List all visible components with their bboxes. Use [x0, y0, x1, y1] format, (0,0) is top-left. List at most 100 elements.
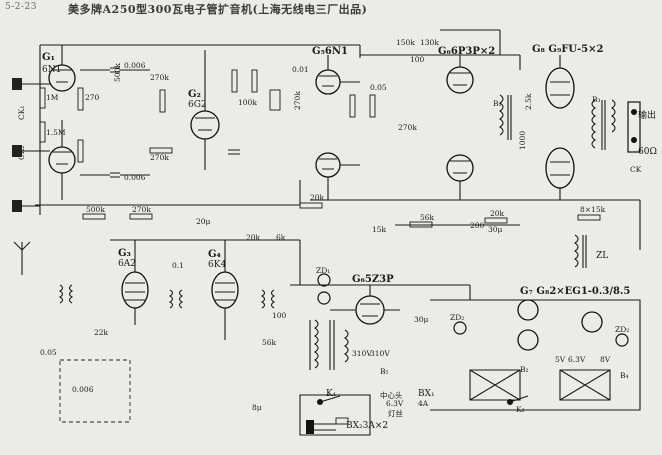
voltage-8v: 8V — [600, 355, 611, 364]
r-1-5m: 1.5M — [46, 128, 66, 137]
r-6k: 6k — [276, 233, 286, 242]
c-8u: 8μ — [252, 403, 262, 412]
tube-g3-label: G₃ — [118, 248, 131, 259]
if-transformers — [58, 284, 276, 309]
r-500k: 500k — [113, 63, 122, 82]
switch-k2-label: K₂ — [516, 405, 525, 414]
fuse-bx2 — [335, 417, 349, 425]
c-0006-b: 0.006 — [124, 173, 146, 182]
tube-g5 — [315, 55, 376, 200]
g1-resistors — [39, 67, 150, 178]
c-0-1: 0.1 — [172, 261, 184, 270]
choke-zl — [574, 234, 587, 268]
c-0-006-d: 0.006 — [72, 385, 94, 394]
switch-k1 — [317, 395, 341, 405]
voltage-310a: 310V — [352, 349, 372, 358]
tube-g1-label: G₁ — [42, 52, 55, 63]
antenna-icon — [13, 241, 31, 275]
r-22k: 22k — [94, 328, 109, 337]
choke-zl-label: ZL — [596, 251, 608, 261]
c-30u: 30μ — [488, 225, 503, 234]
r-8x15k: 8×15k — [580, 205, 606, 214]
schematic-title: 美多牌A250型300瓦电子管扩音机(上海无线电三厂出品) — [68, 3, 368, 16]
power-transformer — [309, 319, 349, 370]
tube-g6 — [446, 55, 474, 200]
tube-g4-label: G₄ — [208, 249, 222, 260]
center-tap-label: 中心头 — [380, 390, 403, 400]
tube-rectifier — [330, 285, 400, 325]
r-500k-b: 500k — [86, 205, 105, 214]
lamp-zd2-label: ZD₂ — [450, 313, 464, 322]
filament-label: 灯丝 — [388, 408, 403, 418]
power-plug — [306, 420, 336, 434]
r-1m: 1M — [46, 93, 59, 102]
switch-k1-label: K₁ — [326, 389, 336, 399]
tube-g4 — [211, 240, 239, 340]
r-56k-b: 56k — [262, 338, 277, 347]
label-b4: B₄ — [620, 371, 629, 380]
tube-g1 — [48, 45, 76, 200]
transformer-b1 — [499, 94, 512, 140]
tube-g3-type: 6A2 — [118, 259, 136, 269]
tube-g8 — [545, 55, 575, 200]
r-270k-c: 270k — [293, 91, 302, 110]
document-id: 5-2-23 — [5, 2, 37, 12]
main-rails — [35, 29, 641, 436]
tube-g1-type: 6N1 — [42, 65, 61, 75]
r-270-a: 270 — [85, 93, 100, 102]
fuse-bx1-label: BX₁ — [418, 389, 435, 399]
c-0-01-a: 0.01 — [292, 65, 309, 74]
tube-g4-type: 6K4 — [208, 260, 226, 270]
jack-ck1-label: CK₁ — [17, 106, 26, 120]
transformer-b2 — [469, 369, 521, 401]
c-30u-b: 30μ — [414, 315, 429, 324]
r-15k: 15k — [372, 225, 387, 234]
switch-k2 — [507, 395, 529, 405]
r-200: 200 — [470, 221, 485, 230]
voltage-6-3v-b: 6.3V — [568, 355, 586, 364]
c-100: 100 — [410, 55, 425, 64]
label-b3: B₃ — [592, 95, 601, 104]
tube-g2-label: G₂ — [188, 89, 201, 100]
output-transformer — [591, 99, 641, 153]
tube-g8-label: G₈ G₉FU-5×2 — [532, 44, 603, 55]
r-100k: 100k — [238, 98, 257, 107]
tube-g3 — [121, 240, 149, 325]
mid-resistors — [82, 202, 601, 228]
lamp-zd-label: ZD₂ — [615, 325, 629, 334]
label-b1: B₁ — [493, 99, 502, 108]
tube-g6-label: G₆6P3P×2 — [438, 46, 495, 57]
fuse-bx1-rating: 4A — [418, 399, 429, 408]
c-0006-a: 0.006 — [124, 61, 146, 70]
impedance-label: 60Ω — [638, 147, 657, 157]
r-150k: 150k — [396, 38, 415, 47]
r-270k-e: 270k — [132, 205, 151, 214]
c-0-05: 0.05 — [370, 83, 387, 92]
voltage-6-3v: 6.3V — [386, 399, 404, 408]
c-20u: 20μ — [196, 217, 211, 226]
transformer-b4 — [559, 369, 611, 401]
regulator-tubes — [517, 299, 603, 351]
regulator-label: G₇ G₈2×EG1-0.3/8.5 — [520, 286, 630, 297]
voltage-5v: 5V — [555, 355, 566, 364]
tube-rectifier-label: G₆5Z3P — [352, 274, 394, 285]
fuse-bx2-label: BX₂3A×2 — [346, 421, 388, 431]
jack-ck2-label: CK₂ — [17, 146, 26, 160]
label-b2: B₂ — [520, 365, 529, 374]
tube-g5-label: G₅6N1 — [312, 46, 348, 57]
c-0-05-b: 0.05 — [40, 348, 57, 357]
r-1000: 1000 — [518, 131, 527, 150]
input-jacks — [12, 78, 50, 212]
r-20k-b: 20k — [490, 209, 505, 218]
label-b5: B₅ — [380, 367, 389, 376]
r-270k-b: 270k — [150, 153, 169, 162]
indicator-lamps — [317, 273, 629, 347]
r-270k-a: 270k — [150, 73, 169, 82]
r-20k: 20k — [310, 193, 325, 202]
r-130k: 130k — [420, 38, 439, 47]
tube-g2 — [149, 50, 281, 170]
r-56k: 56k — [420, 213, 435, 222]
jack-ck3-label: CK — [630, 165, 642, 174]
